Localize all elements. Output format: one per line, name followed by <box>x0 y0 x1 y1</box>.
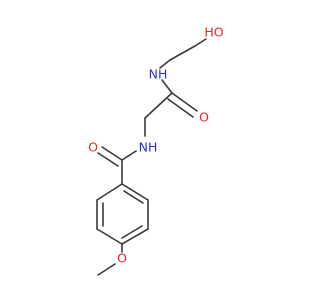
ring-bond-3 <box>121 228 149 245</box>
molecule-drawing: HO NH O NH O O <box>88 25 224 276</box>
ring-bond-1 <box>121 183 149 201</box>
bond-co-left-2 <box>97 152 119 167</box>
atom-nh-middle: NH <box>139 140 158 155</box>
atom-ho: HO <box>204 25 223 40</box>
structure-diagram: HO NH O NH O O <box>88 25 224 276</box>
bond-carbonyl-ch2 <box>144 92 173 119</box>
bond-nh-mid-carbonyl <box>121 150 137 161</box>
bond-co-top-2 <box>167 98 194 118</box>
atom-o-left: O <box>88 140 98 155</box>
ring-bond-3-inner <box>121 225 143 239</box>
bond-c-c-ethyl <box>169 45 196 61</box>
bond-ether-methyl <box>97 263 116 276</box>
bond-co-top-1 <box>171 92 198 112</box>
ring-bond-6 <box>96 183 123 201</box>
bond-ho-c <box>194 38 207 47</box>
atom-nh-top: NH <box>149 67 168 82</box>
ring-bond-4 <box>96 228 123 245</box>
bond-co-left-1 <box>101 146 123 161</box>
ring-bond-1-inner <box>123 190 144 204</box>
bond-c-nh-top <box>159 59 171 69</box>
atom-o-top: O <box>199 110 209 125</box>
bond-nh-carbonyl-top <box>161 79 173 94</box>
atom-ether-o: O <box>117 251 127 266</box>
